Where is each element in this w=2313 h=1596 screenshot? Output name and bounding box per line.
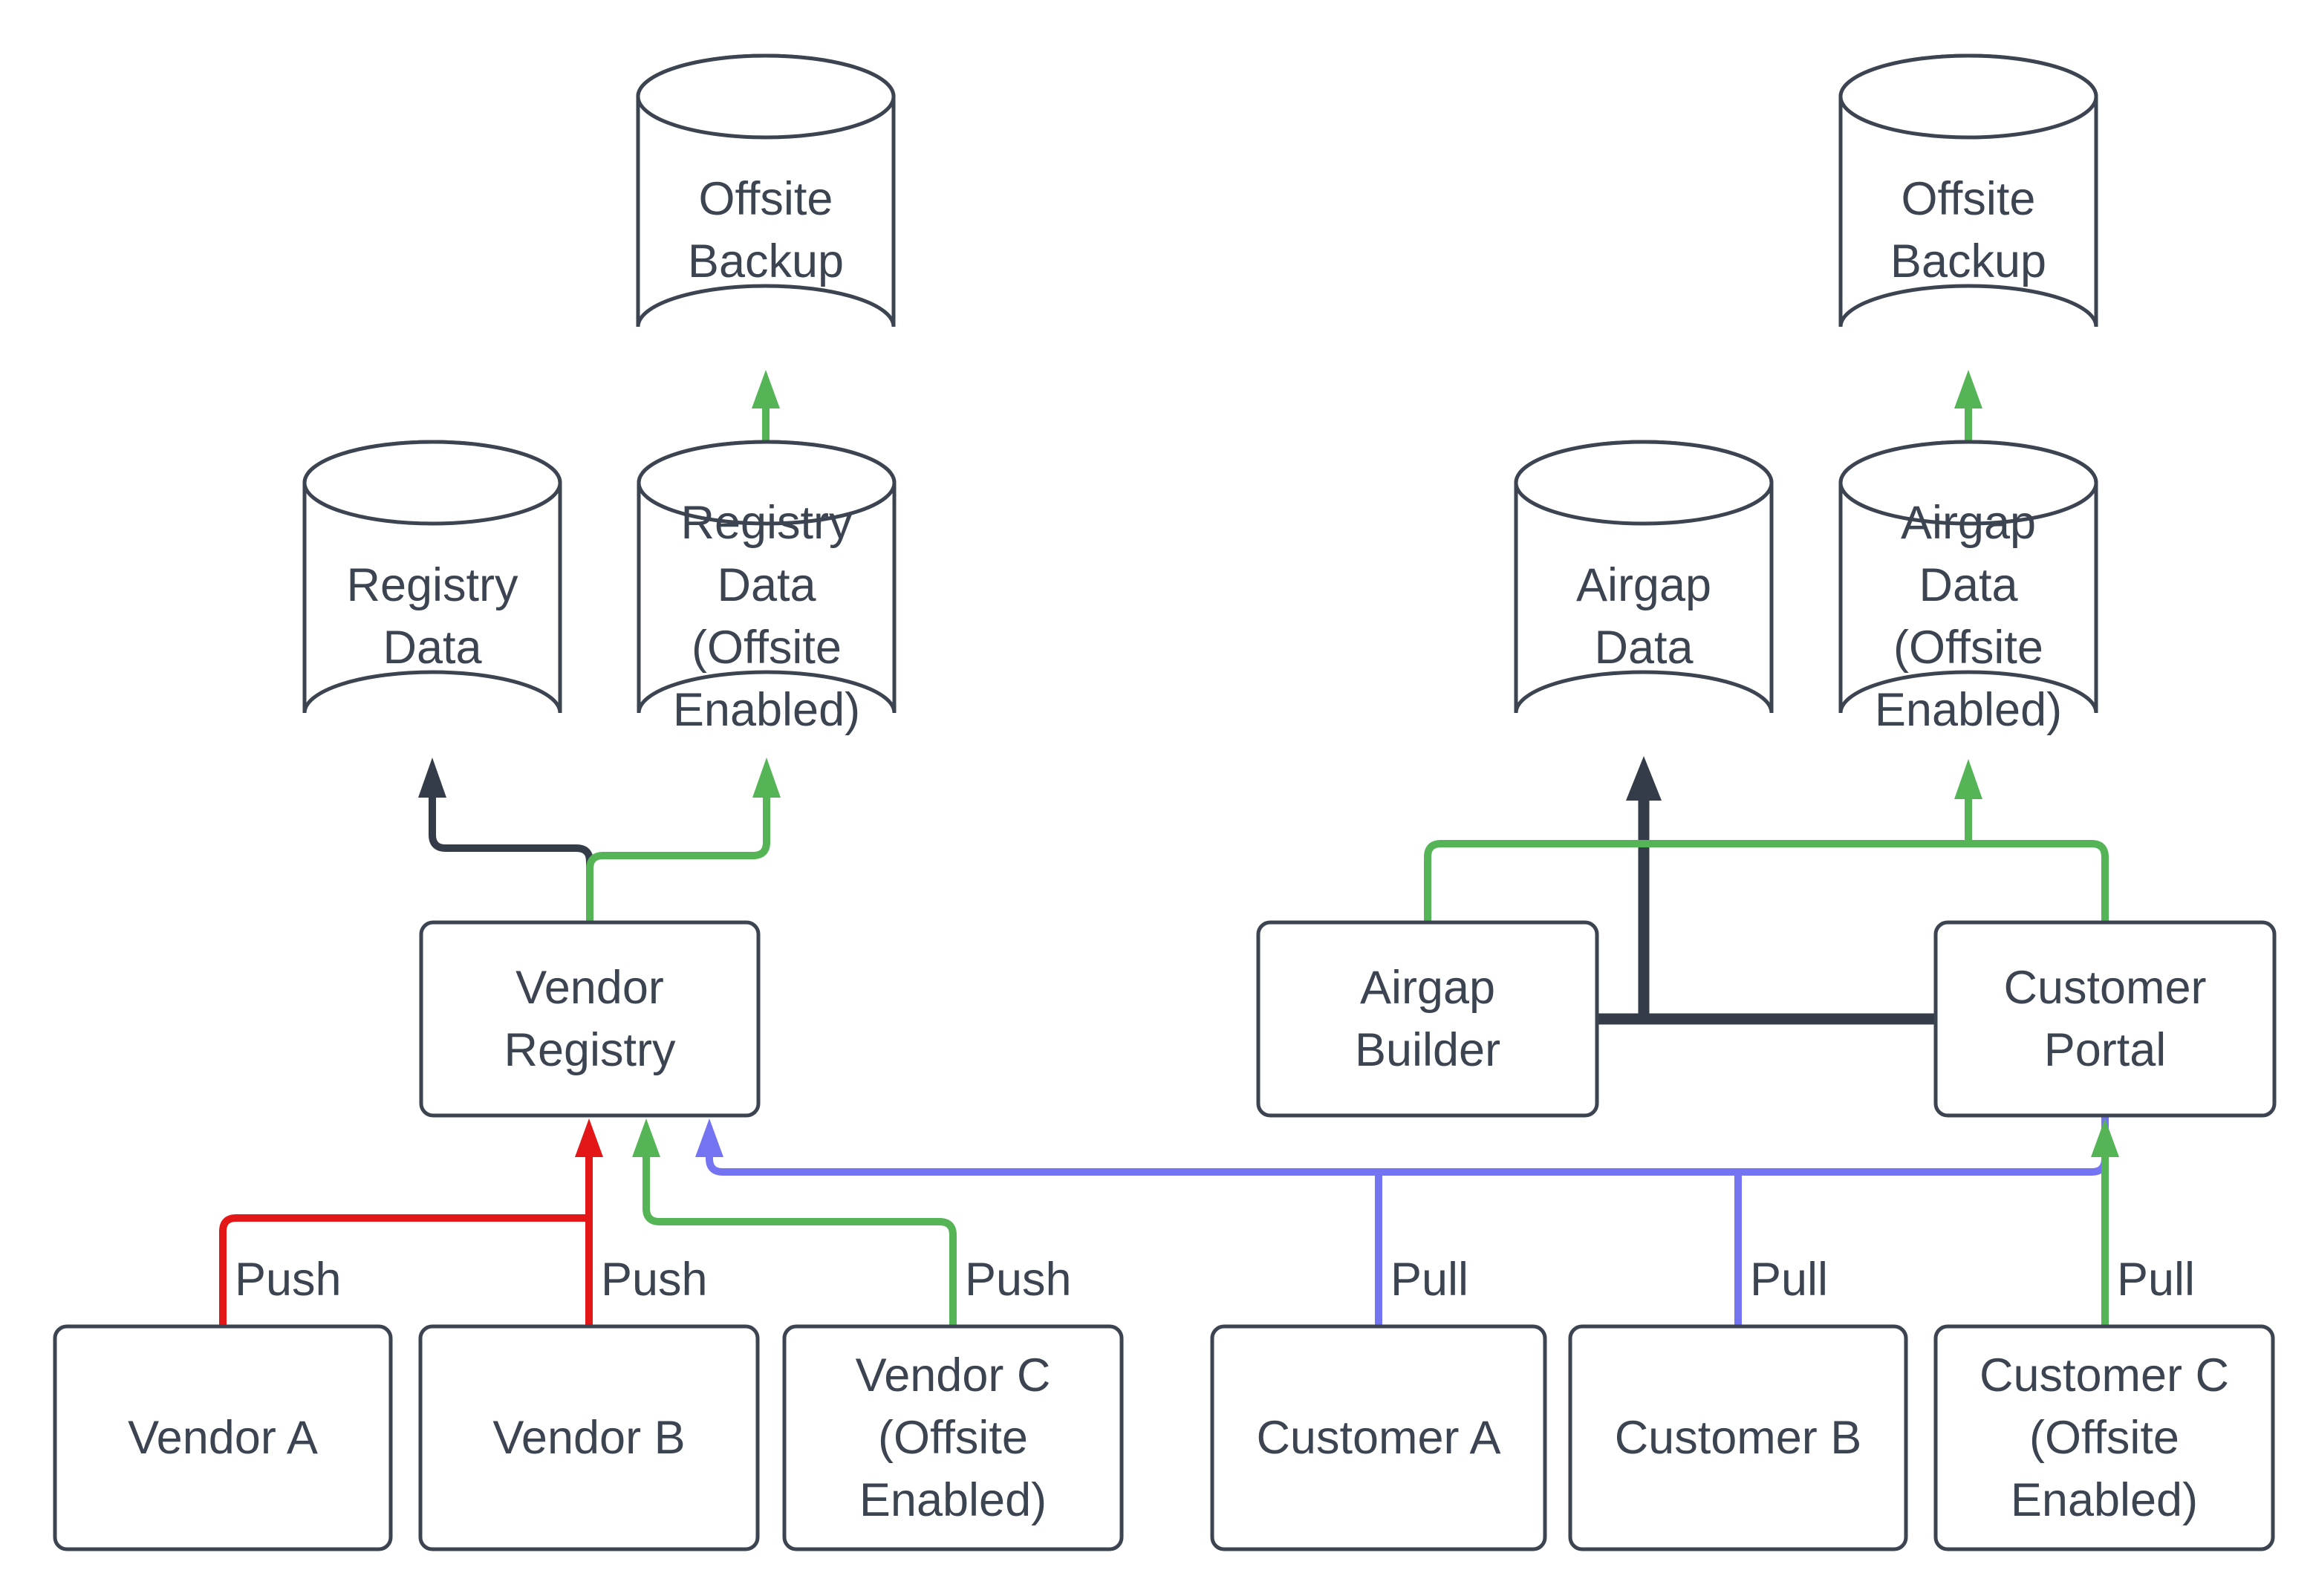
cylinder-top [1838,53,2098,140]
node-label-offsite-backup-right: Offsite Backup [1890,173,2047,287]
node-label-airgap-data-offsite: Airgap Data (Offsite Enabled) [1874,497,2063,736]
cylinder-top [1514,440,1774,526]
edge-registry-data-offsite-to-offsite-backup [752,370,780,442]
node-label-customer-portal: Customer Portal [2003,962,2207,1076]
shape-box-vendor-c [782,1324,1124,1551]
edge-label-pull-customer-a: Pull [1390,1254,1469,1306]
node-label-vendor-registry: Vendor Registry [504,962,676,1076]
shape-cylinder-registry-data-offsite [637,440,897,714]
arrowhead-up-icon [1954,759,1982,799]
edge-label-push-vendor-c: Push [965,1254,1072,1306]
shape-box-vendor-registry [419,920,761,1118]
arrowhead-up-icon [418,758,446,798]
edge-label-push-vendor-b: Push [601,1254,708,1306]
shape-box-vendor-b [418,1324,760,1551]
cylinder-top [302,440,562,526]
node-label-registry-data-offsite: Registry Data (Offsite Enabled) [672,497,861,736]
edge-vendor-registry-to-registry-data-offsite [586,758,781,922]
edge-label-pull-customer-c: Pull [2117,1254,2196,1306]
shape-cylinder-airgap-data-offsite [1838,440,2098,714]
arrowhead-up-icon [752,370,780,408]
node-label-customer-b: Customer B [1614,1412,1862,1464]
shape-cylinder-registry-data [302,440,562,714]
arrowhead-up-icon [632,1118,660,1157]
arrowhead-up-icon [575,1118,603,1157]
arrowhead-up-icon [2091,1118,2119,1157]
node-label-offsite-backup-left: Offsite Backup [687,173,845,287]
edge-line [586,798,770,922]
shape-box-customer-a [1210,1324,1547,1551]
edge-builder-portal-to-airgap-data-offsite [1424,759,2109,922]
shape-cylinder-offsite-backup-left [636,53,896,328]
node-label-vendor-b: Vendor B [492,1412,686,1464]
arrowhead-up-icon [1626,756,1662,801]
node-label-vendor-a: Vendor A [128,1412,318,1464]
edge-line [642,1154,957,1326]
edge-line-main [1424,840,2109,922]
cylinder-top [636,53,896,140]
node-label-customer-c: Customer C (Offsite Enabled) [1979,1349,2230,1526]
node-label-customer-a: Customer A [1256,1412,1501,1464]
edge-vendor-b-to-vendor-registry [575,1118,603,1326]
shape-box-vendor-a [53,1324,393,1551]
edge-line [219,1214,589,1326]
edge-vendor-c-to-vendor-registry [632,1118,957,1326]
arrowhead-up-icon [695,1118,723,1157]
cylinder-top [1838,440,2098,526]
node-label-registry-data: Registry Data [346,559,518,674]
shape-cylinder-airgap-data [1514,440,1774,714]
edge-vendor-a-to-vendor-registry [219,1214,589,1326]
shape-box-airgap-builder [1256,920,1599,1118]
arrowhead-up-icon [752,758,781,798]
edge-airgap-data-offsite-to-offsite-backup [1954,370,1982,442]
shape-cylinder-offsite-backup-right [1838,53,2098,328]
edge-builder-portal-to-airgap-data [1597,756,1936,1025]
edge-label-push-vendor-a: Push [235,1254,342,1306]
node-label-airgap-data: Airgap Data [1575,559,1712,674]
edge-customer-c-to-customer-portal [2091,1118,2119,1326]
edge-line-main [706,1115,2109,1176]
node-label-airgap-builder: Airgap Builder [1354,962,1501,1076]
shape-box-customer-portal [1933,920,2277,1118]
arrowhead-up-icon [1954,370,1982,408]
edge-line [429,798,593,922]
shape-box-customer-c [1933,1324,2275,1551]
cylinder-top [637,440,897,526]
edge-label-pull-customer-b: Pull [1750,1254,1829,1306]
shape-box-customer-b [1568,1324,1908,1551]
edge-vendor-registry-to-registry-data [418,758,593,922]
node-label-vendor-c: Vendor C (Offsite Enabled) [855,1349,1051,1526]
